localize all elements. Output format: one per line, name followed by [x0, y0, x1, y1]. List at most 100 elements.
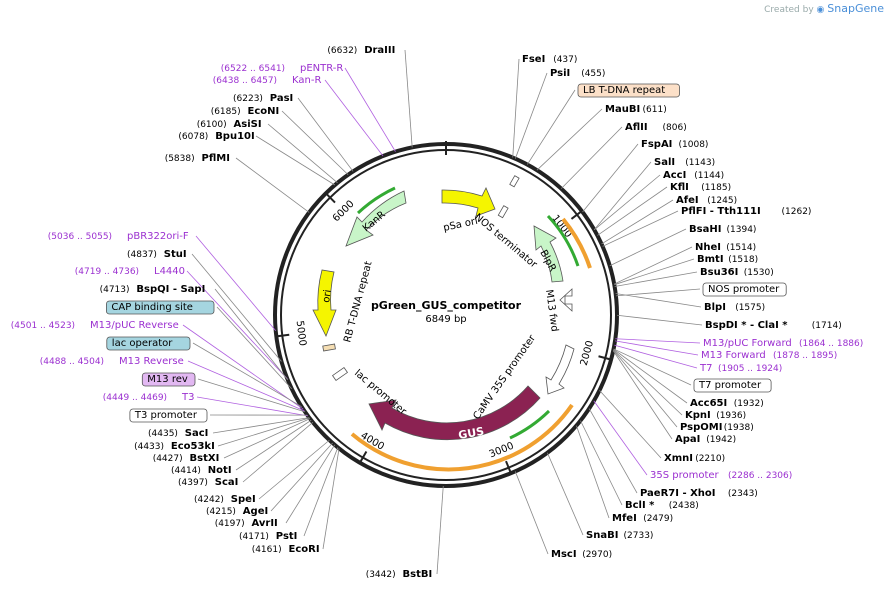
site-kpni[interactable]: (1936)KpnI: [685, 410, 746, 421]
site-bspdi-clai-[interactable]: (1714)BspDI * - ClaI *: [705, 320, 842, 331]
site-bsu36i[interactable]: (1530)Bsu36I: [700, 267, 774, 278]
site-draiii[interactable]: (6632) DraIII: [327, 45, 395, 56]
site-asisi[interactable]: (6100)AsiSI: [197, 119, 262, 130]
site-connector: [526, 89, 576, 165]
site-connector: [344, 67, 396, 152]
site-connector: [281, 110, 349, 176]
site-nos-promoter[interactable]: NOS promoter: [702, 282, 787, 297]
site-name: BsaHI: [689, 224, 721, 235]
site-connector: [615, 293, 702, 308]
site-box: [577, 83, 680, 98]
site-m13-rev[interactable]: M13 rev: [141, 372, 196, 387]
site-bstbi[interactable]: (3442)BstBI: [366, 569, 433, 580]
site-name: EcoNI: [248, 106, 280, 117]
site-name: KpnI: [685, 410, 711, 421]
site-cap-binding-site[interactable]: CAP binding site: [106, 300, 215, 315]
site-mfei[interactable]: (2479)MfeI: [612, 513, 673, 524]
site-agei[interactable]: (4215) AgeI: [206, 506, 268, 517]
site-m13-reverse[interactable]: (4488 .. 4504)M13 Reverse: [40, 356, 184, 367]
site-connector: [303, 447, 339, 537]
site-position: (2343): [728, 489, 758, 499]
site-l4440[interactable]: (4719 .. 4736)L4440: [75, 266, 185, 277]
site-lb-t-dna-repeat[interactable]: LB T-DNA repeat: [577, 83, 680, 98]
site-t7-promoter[interactable]: T7 promoter: [693, 378, 772, 393]
site-apai[interactable]: (1942)ApaI: [675, 434, 736, 445]
site-35s-promoter[interactable]: (2286 .. 2306)35S promoter: [650, 470, 792, 481]
site-bspqi-sapi[interactable]: (4713)BspQI - SapI: [100, 284, 206, 295]
site-bcli-[interactable]: (2438)BclI *: [625, 500, 699, 511]
site-kan-r[interactable]: (6438 .. 6457)Kan-R: [213, 75, 322, 86]
site-name: BclI *: [625, 500, 655, 511]
site-connector: [599, 390, 662, 459]
site-position: (4197): [215, 519, 245, 529]
site-connector: [216, 306, 293, 390]
site-position: (1530): [744, 268, 774, 278]
site-name: BstXI: [190, 453, 220, 464]
site-m13-forward[interactable]: (1878 .. 1895)M13 Forward: [701, 350, 837, 361]
site-kfli[interactable]: (1185)KflI: [670, 182, 731, 193]
site-name: PflFI - Tth111I: [681, 206, 761, 217]
site-pspomi[interactable]: (1938)PspOMI: [680, 422, 754, 433]
site-bstxi[interactable]: (4427)BstXI: [153, 453, 220, 464]
site-ecori[interactable]: (4161)EcoRI: [252, 544, 320, 555]
site-box: [106, 300, 215, 315]
site-connector: [615, 338, 701, 344]
site-pasi[interactable]: (6223)PasI: [233, 93, 293, 104]
site-name: DraIII: [364, 45, 395, 56]
site-bsahi[interactable]: (1394)BsaHI: [689, 224, 756, 235]
site-position: (4215): [206, 507, 236, 517]
site-connector: [182, 324, 304, 410]
site-pentr-r[interactable]: (6522 .. 6541)pENTR-R: [221, 63, 344, 74]
site-aflii[interactable]: (806)AflII: [625, 122, 687, 133]
site-msci[interactable]: (2970)MscI: [551, 549, 612, 560]
site-pbr322ori-f[interactable]: (5036 .. 5055)pBR322ori-F: [48, 231, 189, 242]
site-pflfi-tth111i[interactable]: (1262)PflFI - Tth111I: [681, 206, 811, 217]
site-paer7i-xhoi[interactable]: (2343)PaeR7I - XhoI: [640, 488, 758, 499]
site-psii[interactable]: (455)PsiI: [550, 68, 605, 79]
site-connector: [196, 396, 308, 417]
site-psti[interactable]: (4171)PstI: [239, 531, 297, 542]
site-t3-promoter[interactable]: T3 promoter: [129, 408, 208, 423]
site-bpu10i[interactable]: (6078)Bpu10I: [178, 131, 254, 142]
site-t3[interactable]: (4449 .. 4469)T3: [103, 392, 195, 403]
site-connector: [514, 471, 549, 555]
site-position: (6100): [197, 120, 227, 130]
site-connector: [613, 348, 692, 386]
site-snabi[interactable]: (2733)SnaBI: [586, 530, 653, 541]
site-blpi[interactable]: (1575)BlpI: [704, 302, 765, 313]
site-name: AgeI: [243, 506, 268, 517]
site-nhei[interactable]: (1514)NheI: [695, 242, 756, 253]
site-avrii[interactable]: (4197)AvrII: [215, 518, 278, 529]
site-eco53ki[interactable]: (4433)Eco53kI: [134, 441, 215, 452]
site-xmni[interactable]: (2210)XmnI: [664, 453, 725, 464]
site-afei[interactable]: (1245)AfeI: [676, 195, 737, 206]
site-connector: [588, 408, 638, 494]
site-acc65i[interactable]: (1932)Acc65I: [690, 398, 764, 409]
site-m13-puc-reverse[interactable]: (4501 .. 4523)M13/pUC Reverse: [11, 320, 179, 331]
site-maubi[interactable]: (611)MauBI: [605, 104, 667, 115]
site-fspai[interactable]: (1008)FspAI: [641, 139, 708, 150]
site-position: (1932): [734, 399, 764, 409]
site-noti[interactable]: (4414)NotI: [171, 465, 232, 476]
snapgene-logo-icon: ◉: [816, 5, 825, 15]
site-fsei[interactable]: (437)FseI: [522, 54, 577, 65]
site-bmti[interactable]: (1518)BmtI: [697, 254, 758, 265]
site-position: (1185): [701, 183, 731, 193]
site-connector: [614, 258, 695, 286]
site-m13-puc-forward[interactable]: (1864 .. 1886)M13/pUC Forward: [703, 338, 863, 349]
site-position: (4837): [127, 250, 157, 260]
site-spei[interactable]: (4242)SpeI: [194, 494, 256, 505]
site-name: PasI: [270, 93, 293, 104]
site-acci[interactable]: (1144)AccI: [663, 170, 724, 181]
site-t7[interactable]: (1905 .. 1924)T7: [699, 363, 782, 374]
label-m13-fwd: M13 fwd: [543, 289, 560, 333]
site-sali[interactable]: (1143)SalI: [654, 157, 715, 168]
site-econi[interactable]: (6185)EcoNI: [211, 106, 280, 117]
site-pflmi[interactable]: (5838)PflMI: [165, 153, 230, 164]
site-lac-operator[interactable]: lac operator: [106, 336, 191, 351]
site-scai[interactable]: (4397)ScaI: [178, 477, 238, 488]
site-stui[interactable]: (4837)StuI: [127, 249, 187, 260]
site-saci[interactable]: (4435)SacI: [148, 428, 208, 439]
site-position: (6632): [327, 46, 357, 56]
site-name: M13 rev: [147, 374, 188, 385]
